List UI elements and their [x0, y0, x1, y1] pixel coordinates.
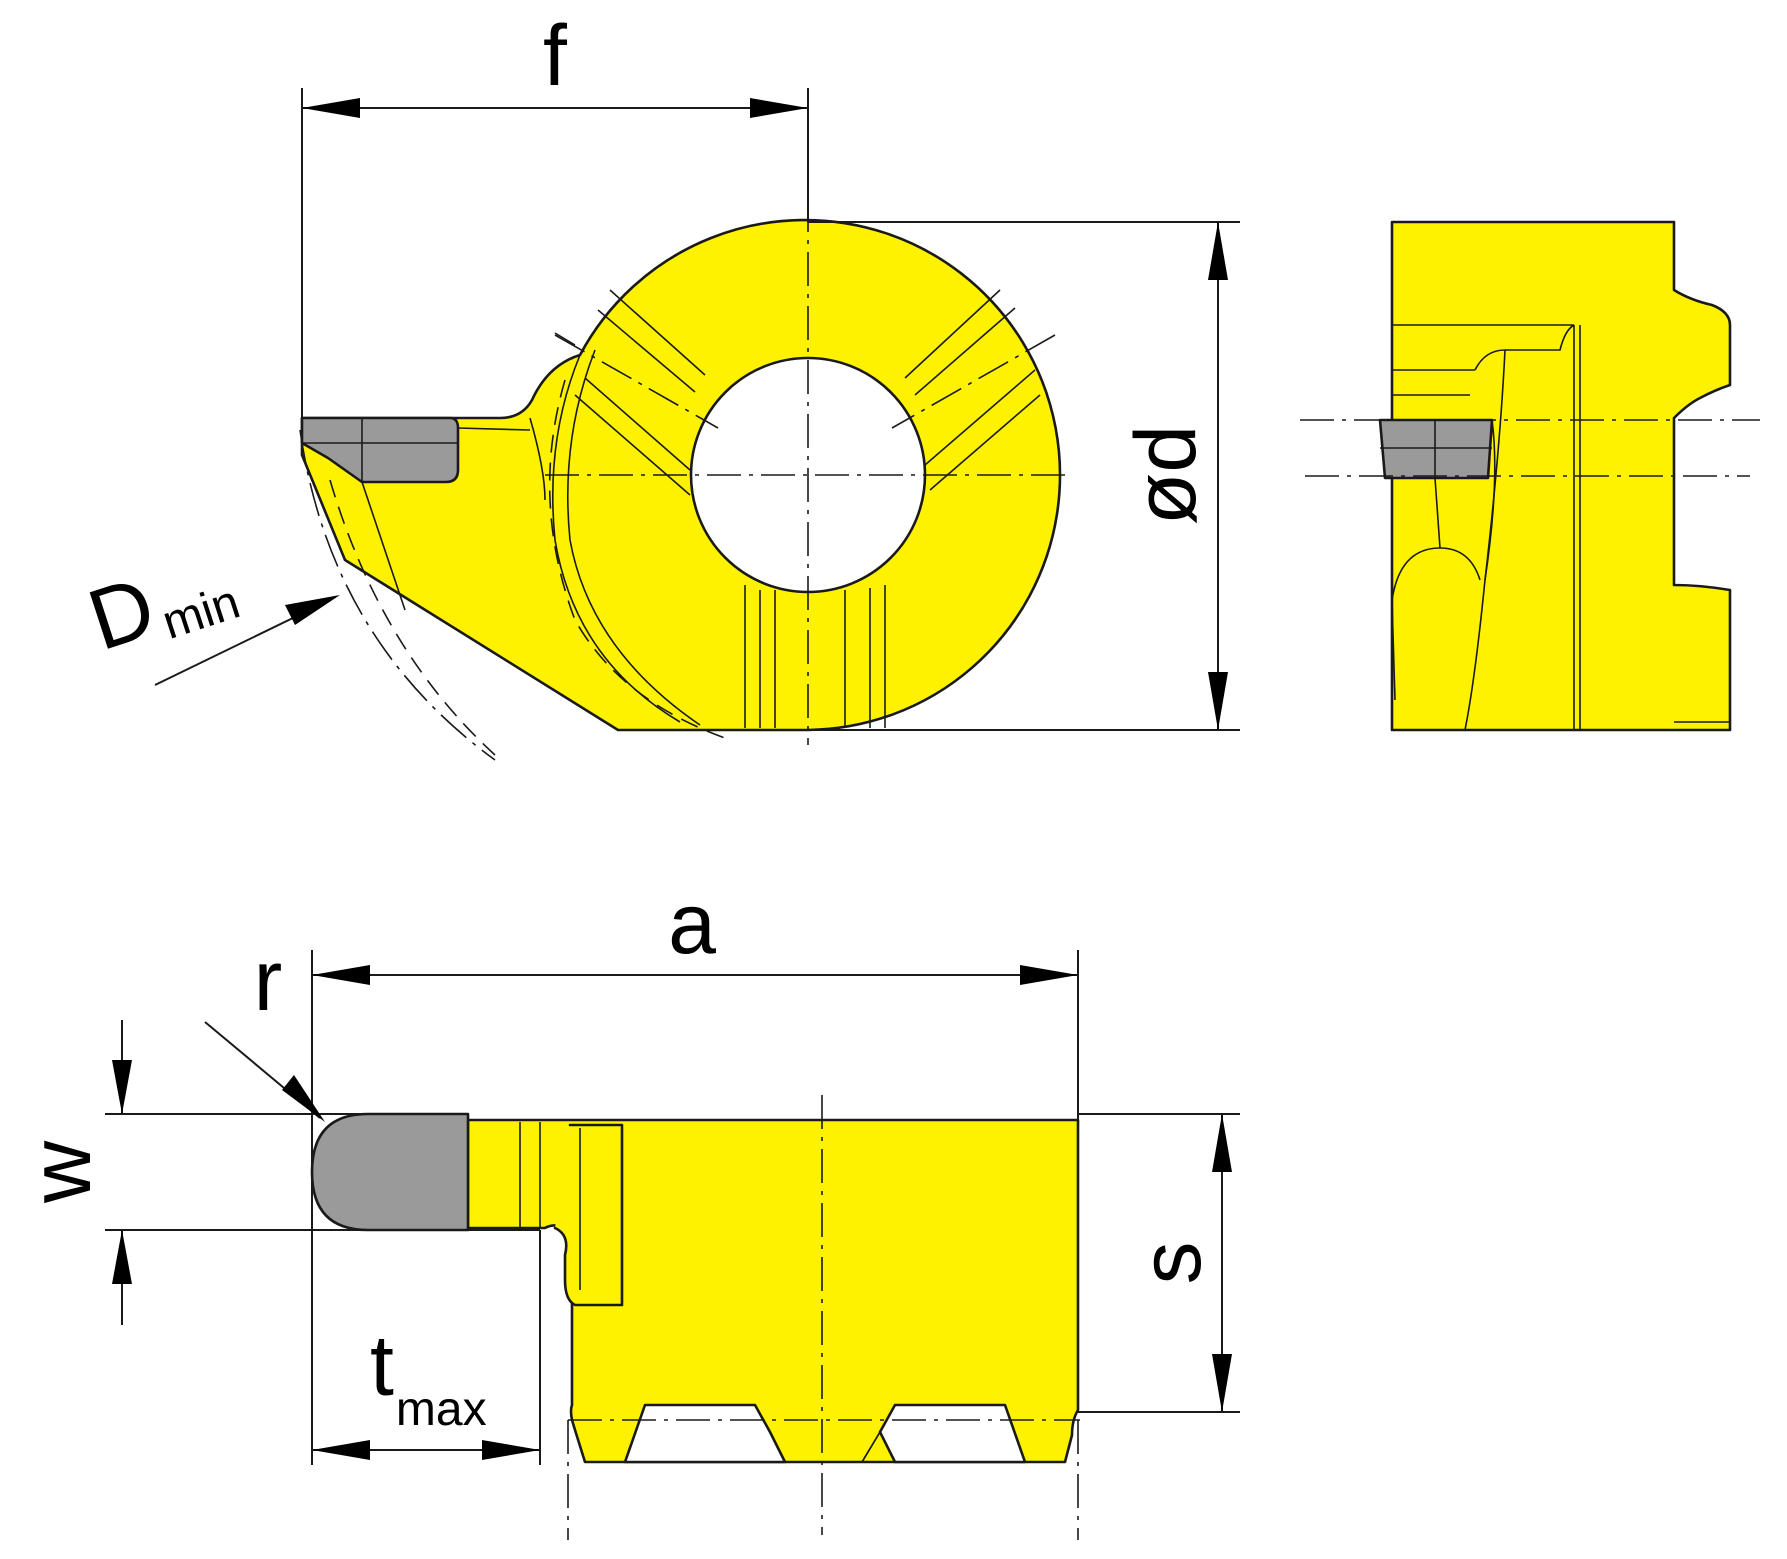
dimension-od: ød [808, 221, 1240, 731]
label-s: s [1123, 1242, 1219, 1285]
side-view-body [1390, 220, 1732, 732]
dimension-tmax: tmax [312, 1230, 541, 1465]
label-tmax-main: t [370, 1318, 394, 1414]
label-tmax: tmax [370, 1318, 487, 1436]
dimension-s: s [1078, 1113, 1240, 1413]
label-w: w [13, 1140, 109, 1204]
label-dmin: Dmin [77, 533, 246, 671]
label-tmax-sub: max [396, 1383, 487, 1436]
dimension-a: a [311, 876, 1079, 1465]
side-view [1300, 220, 1760, 732]
label-a: a [668, 876, 716, 972]
top-view-cutting-tip [310, 1112, 470, 1232]
front-view-grooves [574, 289, 1041, 728]
side-view-cutting-tip [1378, 418, 1494, 480]
dimension-r: r [204, 933, 325, 1122]
label-r: r [254, 933, 283, 1029]
label-od: ød [1118, 425, 1214, 525]
dimension-dmin: Dmin [77, 533, 340, 686]
top-view: a w r s [13, 876, 1240, 1540]
front-view-cutting-tip [300, 416, 460, 484]
dimension-f: f [301, 8, 809, 418]
label-dmin-main: D [77, 558, 166, 668]
dimension-w: w [13, 1020, 540, 1325]
top-view-teeth [623, 1403, 1027, 1464]
label-dmin-sub: min [156, 576, 246, 650]
label-f: f [543, 8, 568, 104]
front-view: f ød Dmin [77, 8, 1240, 761]
